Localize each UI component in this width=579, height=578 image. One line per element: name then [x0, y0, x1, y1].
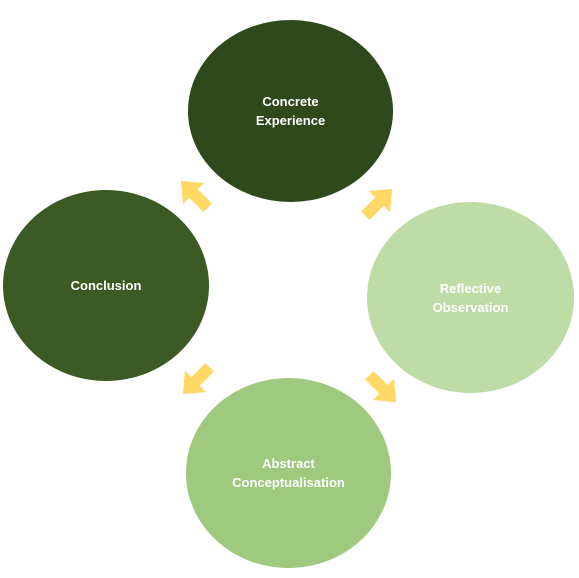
node-conclusion: Conclusion	[3, 190, 209, 381]
node-label-abstract-conceptualisation: Abstract Conceptualisation	[232, 456, 345, 490]
node-label-concrete-experience: Concrete Experience	[255, 94, 326, 128]
arrow-down-right-icon	[361, 188, 393, 220]
node-label-conclusion: Conclusion	[70, 278, 142, 293]
node-abstract-conceptualisation: Abstract Conceptualisation	[186, 378, 391, 568]
arrow-down-left-icon	[365, 371, 397, 403]
arrow-up-left-icon	[182, 363, 214, 395]
node-label-reflective-observation: Reflective Observation	[432, 280, 509, 315]
arrow-up-right-icon	[180, 180, 212, 212]
node-reflective-observation: Reflective Observation	[367, 202, 574, 393]
node-concrete-experience: Concrete Experience	[188, 20, 393, 202]
